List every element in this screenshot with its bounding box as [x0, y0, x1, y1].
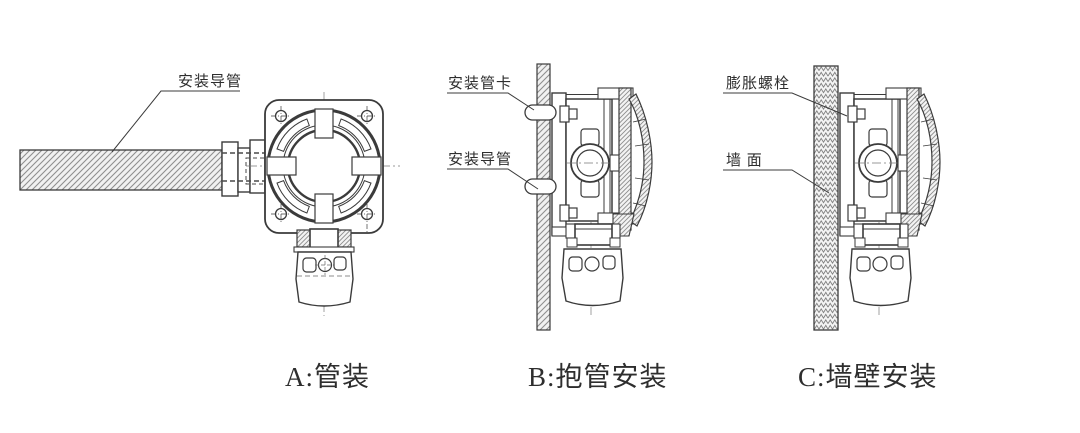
label-conduit-b: 安装导管 [447, 151, 539, 190]
threaded-neck [293, 228, 355, 253]
label-conduit-b-text: 安装导管 [448, 151, 512, 168]
caption-panel-a: A:管装 [285, 362, 370, 392]
panel-pipe-mounting: 安装导管 A:管装 [19, 73, 400, 392]
label-conduit-a-text: 安装导管 [178, 73, 242, 90]
label-expansion-bolt-text: 膨胀螺栓 [726, 75, 790, 92]
panel-pipe-clamp-mounting: 安装管卡 安装导管 B:抱管安装 [447, 63, 668, 392]
label-conduit-a: 安装导管 [111, 73, 242, 153]
leader-line [723, 92, 848, 117]
label-pipe-clamp-text: 安装管卡 [448, 75, 512, 92]
clamp-ring [266, 108, 382, 224]
label-pipe-clamp: 安装管卡 [447, 75, 535, 111]
detector-side-view [839, 87, 941, 316]
leader-line [723, 169, 830, 194]
wall-surface [813, 65, 839, 331]
conduit-pipe [19, 149, 223, 191]
pipe-union-fitting [221, 139, 267, 197]
vertical-conduit-pipe [536, 63, 551, 331]
panel-wall-mounting: 膨胀螺栓 墙 面 C:墙壁安装 [723, 65, 941, 392]
label-wall: 墙 面 [723, 152, 830, 194]
leader-line [111, 90, 240, 153]
caption-panel-b: B:抱管安装 [528, 362, 668, 392]
caption-panel-c: C:墙壁安装 [798, 362, 938, 392]
flange-bolt-holes [271, 106, 377, 234]
leader-line [447, 168, 539, 190]
sensor-housing [295, 251, 354, 307]
pipe-clamp-bottom [524, 178, 557, 195]
detector-side-view [551, 87, 653, 316]
label-wall-text: 墙 面 [726, 152, 763, 169]
leader-line [447, 92, 535, 111]
label-expansion-bolt: 膨胀螺栓 [723, 75, 848, 117]
